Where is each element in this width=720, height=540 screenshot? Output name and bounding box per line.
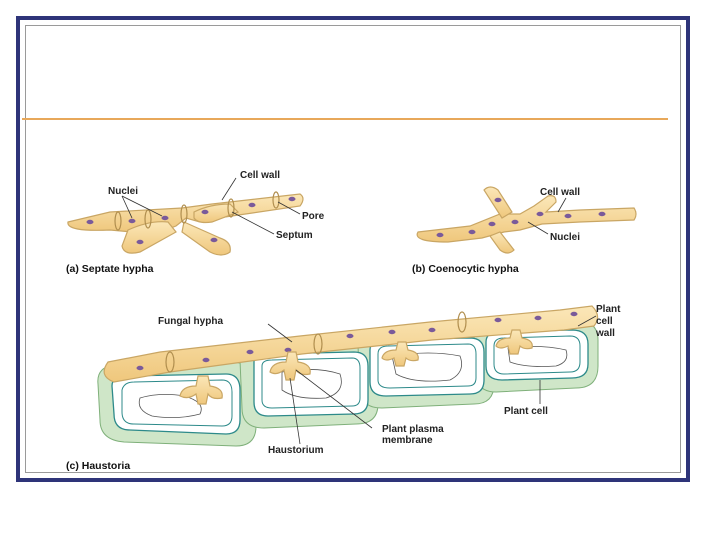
label-nuclei-b: Nuclei — [550, 232, 580, 243]
label-cell-wall-a: Cell wall — [240, 170, 280, 181]
slide-inner-border — [25, 25, 681, 473]
plant-plasma-membranes — [121, 335, 581, 427]
caption-coenocytic-hypha: (b) Coenocytic hypha — [412, 263, 519, 275]
septate-hypha-body — [67, 193, 304, 256]
label-plant-cell-wall-line-3: wall — [595, 328, 615, 339]
septate-nuclei — [86, 196, 296, 245]
haustoria-figure: Fungal hypha Plant cell wall Plant cell … — [66, 304, 621, 472]
coenocytic-hypha-figure: Cell wall Nuclei (b) Coenocytic hypha — [412, 186, 637, 275]
caption-haustoria: (c) Haustoria — [66, 460, 130, 472]
septate-hypha-figure: Cell wall Nuclei Pore Septum (a) Septate… — [66, 170, 325, 275]
coenocytic-hypha-body — [416, 186, 637, 254]
label-septum: Septum — [276, 230, 313, 241]
label-plant-cell-wall: Plant cell wall — [595, 304, 621, 339]
coenocytic-nuclei — [436, 197, 606, 238]
caption-septate-hypha: (a) Septate hypha — [66, 263, 154, 275]
label-fungal-hypha: Fungal hypha — [158, 316, 223, 327]
haustoria-fungal-hypha — [103, 305, 599, 383]
coenocytic-leader-lines — [527, 197, 567, 235]
label-plant-cell-wall-line-1: Plant — [596, 304, 621, 315]
label-cell-wall-b: Cell wall — [540, 187, 580, 198]
plant-cell-vacuoles — [138, 346, 568, 418]
label-plant-cell-wall-line-2: cell — [596, 316, 613, 327]
septate-septa — [114, 191, 280, 231]
label-nuclei-a: Nuclei — [108, 186, 138, 197]
title-rule — [22, 118, 668, 120]
label-plant-plasma-membrane: Plant plasma membrane — [382, 424, 444, 446]
septate-leader-lines — [121, 177, 301, 235]
label-plant-plasma-membrane-line-2: membrane — [382, 435, 433, 446]
haustoria-leader-lines — [267, 315, 597, 445]
label-haustorium: Haustorium — [268, 445, 324, 456]
label-pore: Pore — [302, 211, 325, 222]
label-plant-cell: Plant cell — [504, 406, 548, 417]
label-plant-plasma-membrane-line-1: Plant plasma — [382, 424, 444, 435]
